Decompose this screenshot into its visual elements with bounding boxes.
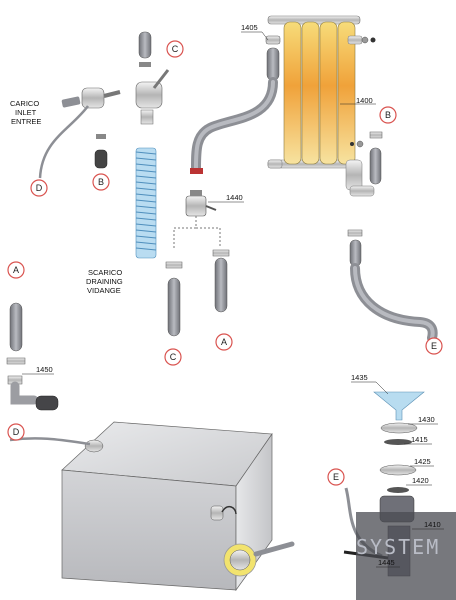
svg-text:ENTREE: ENTREE [11, 117, 41, 126]
part-1450: 1450 [22, 365, 54, 375]
svg-text:A: A [13, 265, 19, 275]
svg-text:1400: 1400 [356, 96, 373, 105]
valve-1440 [173, 190, 221, 250]
svg-text:1450: 1450 [36, 365, 53, 374]
svg-text:B: B [385, 110, 391, 120]
elbow-1450 [6, 302, 59, 411]
connector-b-right: B [379, 106, 397, 124]
svg-text:1445: 1445 [378, 558, 395, 567]
svg-text:D: D [36, 183, 43, 193]
radiator-1400 [267, 15, 376, 197]
connector-a-bottom: A [215, 333, 233, 351]
svg-text:SCARICO: SCARICO [88, 268, 122, 277]
connector-d-mid: D [7, 423, 25, 441]
svg-text:DRAINING: DRAINING [86, 277, 123, 286]
svg-text:1405: 1405 [241, 23, 258, 32]
hose-stubs-c-a [165, 249, 230, 337]
connector-e-lower: E [327, 468, 345, 486]
connector-b-left: B [92, 173, 110, 191]
svg-text:1440: 1440 [226, 193, 243, 202]
inlet-label: CARICO INLET ENTREE [10, 99, 41, 126]
tank [9, 421, 295, 592]
watermark-text: SYSTEM [356, 535, 440, 559]
svg-text:C: C [172, 44, 179, 54]
svg-text:VIDANGE: VIDANGE [87, 286, 121, 295]
part-1425: 1425 [410, 457, 434, 467]
part-1400: 1400 [340, 96, 376, 105]
part-1410: 1410 [412, 520, 444, 530]
drain-assembly [135, 31, 170, 259]
part-1420: 1420 [406, 476, 432, 486]
hose-1405 [190, 35, 281, 174]
watermark: SYSTEM [356, 512, 456, 600]
connector-d-left: D [30, 179, 48, 197]
part-1430: 1430 [408, 415, 438, 425]
hose-e-right [347, 131, 438, 343]
svg-text:1420: 1420 [412, 476, 429, 485]
svg-text:D: D [13, 427, 20, 437]
inlet-assembly [38, 87, 121, 179]
connector-c-bottom: C [164, 348, 182, 366]
part-1405: 1405 [241, 23, 269, 41]
part-1415: 1415 [404, 435, 432, 445]
svg-text:1430: 1430 [418, 415, 435, 424]
svg-text:A: A [221, 337, 227, 347]
svg-text:CARICO: CARICO [10, 99, 39, 108]
svg-text:1415: 1415 [411, 435, 428, 444]
connector-e-right: E [425, 337, 443, 355]
part-1435: 1435 [351, 373, 389, 395]
connector-a-left: A [7, 261, 25, 279]
part-1445: 1445 [376, 558, 400, 568]
svg-text:1435: 1435 [351, 373, 368, 382]
svg-text:E: E [431, 341, 437, 351]
connector-c-top: C [166, 40, 184, 58]
svg-text:C: C [170, 352, 177, 362]
svg-text:E: E [333, 472, 339, 482]
svg-text:1410: 1410 [424, 520, 441, 529]
drain-coil [135, 147, 157, 259]
svg-text:1425: 1425 [414, 457, 431, 466]
part-1440: 1440 [208, 193, 244, 203]
svg-text:B: B [98, 177, 104, 187]
svg-text:INLET: INLET [15, 108, 37, 117]
drain-label: SCARICO DRAINING VIDANGE [86, 268, 123, 295]
